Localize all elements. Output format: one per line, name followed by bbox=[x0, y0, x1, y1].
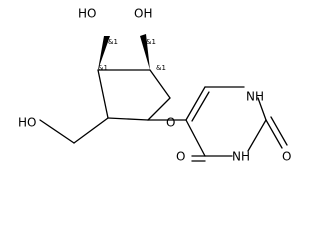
stereo-labels: &1 &1 &1 &1 bbox=[98, 38, 166, 72]
atom-oring-label: O bbox=[166, 116, 175, 130]
bond-c5-o5 bbox=[39, 119, 75, 144]
bond-c1-oring bbox=[149, 69, 171, 99]
atom-o2p-label: O bbox=[282, 150, 291, 164]
bond-c4-c3 bbox=[107, 117, 149, 121]
bond-c5-c6 bbox=[185, 86, 206, 121]
chemical-structure-diagram: HO OH HO O NH NH O O &1 &1 &1 &1 bbox=[18, 7, 291, 164]
bond-oring-c4 bbox=[147, 97, 171, 121]
atom-n3-label: NH bbox=[232, 150, 250, 164]
bond-c2-n3 bbox=[247, 119, 267, 152]
bond-c2-o-double bbox=[270, 116, 288, 146]
atom-labels: HO OH HO O NH NH O O bbox=[18, 7, 291, 164]
bond-c2-o bbox=[265, 119, 283, 149]
wedge-c2-oh bbox=[98, 36, 110, 70]
stereo-c2-label: &1 bbox=[146, 38, 156, 46]
ribose-ring-bonds bbox=[97, 69, 171, 121]
bond-n1-c2 bbox=[257, 97, 267, 121]
stereo-c4-label: &1 bbox=[98, 64, 108, 72]
pyrimidine-ring-bonds bbox=[185, 86, 288, 162]
bond-c4-c5 bbox=[185, 119, 206, 157]
bond-c3-c2 bbox=[97, 69, 109, 119]
bond-c3-c5 bbox=[73, 117, 109, 144]
atom-o5-label: HO bbox=[18, 116, 36, 130]
hydroxyl-bonds bbox=[39, 34, 150, 144]
stereo-c3-label: &1 bbox=[108, 38, 118, 46]
bond-c5-c6-double bbox=[191, 91, 210, 122]
wedge-c1-oh bbox=[140, 34, 150, 70]
atom-o3-label: HO bbox=[78, 7, 96, 21]
stereo-c1-label: &1 bbox=[156, 64, 166, 72]
atom-o4-label: O bbox=[176, 150, 185, 164]
atom-n1-label: NH bbox=[246, 90, 264, 104]
atom-o2-label: OH bbox=[134, 7, 152, 21]
